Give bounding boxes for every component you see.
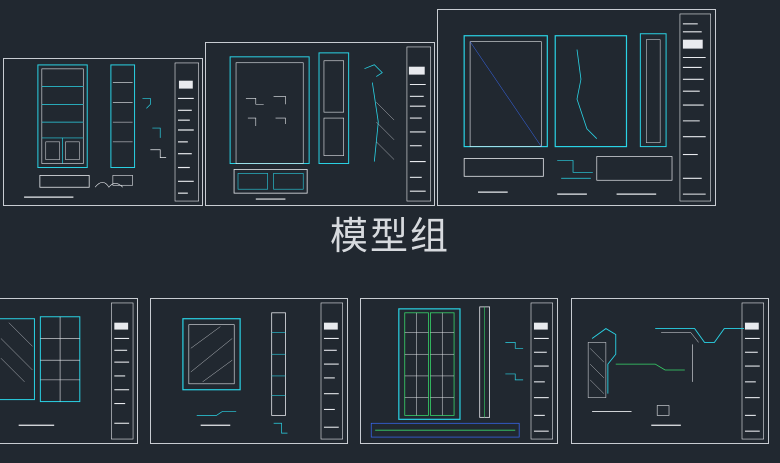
sheet-7-drawing bbox=[587, 302, 764, 440]
drawing-sheet-3[interactable] bbox=[437, 9, 716, 206]
drawing-sheet-1[interactable] bbox=[3, 58, 203, 206]
drawing-sheet-7[interactable] bbox=[571, 298, 769, 444]
model-group-label: 模型组 bbox=[329, 214, 450, 258]
sheet-5-drawing bbox=[182, 302, 343, 440]
drawing-sheet-6[interactable] bbox=[360, 298, 558, 444]
drawing-sheet-4[interactable] bbox=[0, 298, 138, 444]
drawing-sheet-2[interactable] bbox=[205, 42, 435, 206]
sheet-2-drawing bbox=[229, 46, 431, 202]
sheet-6-drawing bbox=[370, 302, 553, 440]
sheet-4-drawing bbox=[0, 302, 134, 440]
sheet-1-drawing bbox=[24, 62, 199, 202]
sheet-3-drawing bbox=[463, 13, 711, 202]
drawing-sheet-5[interactable] bbox=[150, 298, 348, 444]
